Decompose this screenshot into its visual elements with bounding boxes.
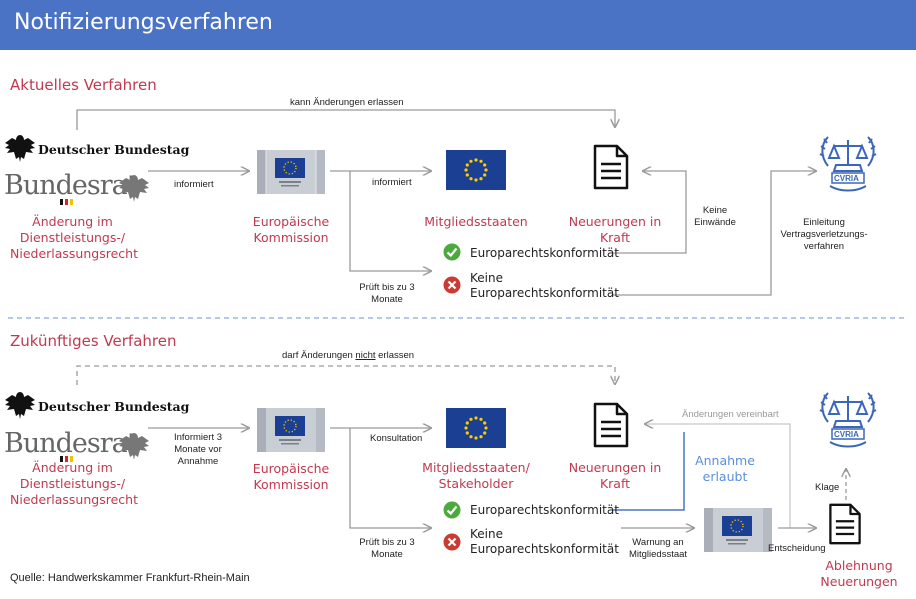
label-infringement: Einleitung Vertragsverletzungs- verfahre… (780, 217, 868, 252)
document-icon (593, 144, 629, 190)
change-text-future: Änderung im Dienstleistungs-/ Niederlass… (10, 460, 138, 507)
curia-label-future: CVRIA (834, 430, 859, 439)
federal-eagle-icon (5, 392, 35, 419)
flag-stripe-black (60, 199, 63, 205)
label-no-objection: Keine Einwände (694, 205, 736, 228)
news-label-current: Neuerungen in Kraft (568, 214, 662, 245)
commission-building-icon (257, 150, 325, 194)
commission-building-icon (704, 508, 772, 552)
arrow-agreed-changes (646, 424, 791, 528)
arrow-checks-future (349, 428, 430, 528)
rejection-label: Ablehnung Neuerungen (820, 558, 898, 589)
arrow-infringement (613, 171, 815, 296)
curia-icon (819, 392, 877, 448)
cross-icon (443, 533, 461, 551)
adoption-allowed-line (613, 432, 685, 511)
header-bar: Notifizierungsverfahren (0, 0, 916, 50)
cross-icon (443, 276, 461, 294)
check-icon (443, 243, 461, 261)
curia-label-current: CVRIA (834, 174, 859, 183)
label-may-not-adopt: darf Änderungen nicht erlassen (282, 350, 415, 361)
document-icon (593, 402, 629, 448)
flag-stripe-black (60, 456, 63, 462)
federal-eagle-icon (119, 175, 149, 202)
section-title-future: Zukünftiges Verfahren (10, 332, 177, 350)
change-text-current: Änderung im Dienstleistungs-/ Niederlass… (10, 214, 138, 261)
bundestag-label: Deutscher Bundestag (38, 399, 190, 414)
label-lawsuit: Klage (815, 482, 840, 493)
label-can-adopt: kann Änderungen erlassen (290, 97, 404, 108)
member-states-label-current: Mitgliedsstaaten (424, 214, 528, 229)
flag-stripe-gold (70, 199, 73, 205)
label-adoption-allowed: Annahme erlaubt (695, 453, 755, 484)
label-commission-informs: informiert (372, 177, 412, 188)
label-checks-future: Prüft bis zu 3 Monate (359, 537, 415, 560)
commission-label-current: Europäische Kommission (252, 214, 330, 245)
curia-icon (819, 136, 877, 192)
arrow-may-not-adopt (76, 365, 615, 385)
label-checks-current: Prüft bis zu 3 Monate (359, 282, 415, 305)
check-icon (443, 501, 461, 519)
federal-eagle-icon (5, 135, 35, 162)
conformity-label-future: Europarechtskonformität (470, 503, 619, 517)
page-title: Notifizierungsverfahren (14, 10, 273, 35)
non-conformity-label-current: Keine Europarechtskonformität (470, 271, 619, 300)
bundesrat-label: Bundesrat (4, 428, 138, 459)
commission-building-icon (257, 408, 325, 452)
arrow-can-adopt (76, 109, 615, 130)
flag-stripe-gold (70, 456, 73, 462)
flag-stripe-red (65, 456, 68, 462)
non-conformity-label-future: Keine Europarechtskonformität (470, 527, 619, 556)
label-informs: informiert (174, 179, 214, 190)
bundesrat-label: Bundesrat (4, 170, 138, 201)
section-title-current: Aktuelles Verfahren (10, 76, 157, 94)
arrow-no-objection (613, 171, 687, 254)
flag-stripe-red (65, 199, 68, 205)
conformity-label-current: Europarechtskonformität (470, 246, 619, 260)
member-states-label-future: Mitgliedsstaaten/ Stakeholder (422, 460, 530, 491)
eu-flag-icon (446, 150, 506, 190)
label-consultation: Konsultation (370, 433, 423, 444)
label-decision: Entscheidung (768, 543, 826, 554)
document-icon (829, 503, 861, 545)
federal-eagle-icon (119, 433, 149, 460)
bundestag-label: Deutscher Bundestag (38, 142, 190, 157)
source-note: Quelle: Handwerkskammer Frankfurt-Rhein-… (10, 572, 250, 584)
label-informs-3-months: Informiert 3 Monate vor Annahme (173, 432, 223, 467)
eu-flag-icon (446, 408, 506, 448)
commission-label-future: Europäische Kommission (252, 461, 330, 492)
label-agreed-changes: Änderungen vereinbart (682, 409, 779, 420)
news-label-future: Neuerungen in Kraft (568, 460, 662, 491)
label-warning: Warnung an Mitgliedsstaat (628, 537, 688, 560)
arrow-checks (349, 171, 430, 271)
